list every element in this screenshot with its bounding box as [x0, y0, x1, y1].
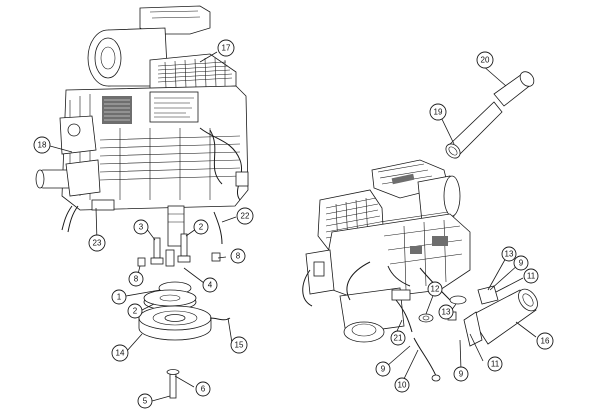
callout-9-left-label: 9: [381, 365, 386, 374]
callout-10: 10: [394, 377, 410, 393]
callout-19-label: 19: [434, 108, 443, 117]
callout-9-lower: 9: [453, 366, 469, 382]
callout-17: 17: [217, 39, 235, 57]
pto-clutch-assembly: [137, 233, 231, 399]
callout-13-upper-label: 13: [505, 250, 514, 259]
callout-6-label: 6: [201, 385, 206, 394]
engine-rear-view: [35, 5, 249, 247]
callout-17-label: 17: [222, 44, 231, 53]
callout-13-lower: 13: [438, 304, 454, 320]
callout-8-right: 8: [230, 248, 246, 264]
callout-5: 5: [137, 393, 153, 409]
callout-3: 3: [133, 219, 149, 235]
callout-12: 12: [427, 281, 443, 297]
callout-11-lower-label: 11: [491, 360, 500, 369]
callout-5-label: 5: [143, 397, 148, 406]
callout-1-label: 1: [117, 293, 122, 302]
callout-20-label: 20: [481, 56, 490, 65]
callout-14-label: 14: [116, 349, 125, 358]
callout-6: 6: [195, 381, 211, 397]
callout-4-label: 4: [208, 281, 213, 290]
callout-9-lower-label: 9: [459, 370, 464, 379]
callout-14: 14: [111, 344, 129, 362]
callout-15: 15: [230, 336, 248, 354]
callout-9-left: 9: [375, 361, 391, 377]
callout-20: 20: [476, 51, 494, 69]
callout-8-left-label: 8: [134, 275, 139, 284]
callout-8-right-label: 8: [236, 252, 241, 261]
callout-1: 1: [111, 289, 127, 305]
callout-9-upper: 9: [513, 255, 529, 271]
callout-18: 18: [33, 136, 51, 154]
leader-lines: [49, 51, 537, 402]
callout-2-upper: 2: [193, 219, 209, 235]
callout-22: 22: [236, 207, 254, 225]
muffler-parts: [445, 71, 535, 159]
callout-11-lower: 11: [487, 356, 503, 372]
callout-22-label: 22: [241, 212, 250, 221]
bolt-3: [150, 237, 164, 265]
callout-16: 16: [536, 332, 554, 350]
callout-21: 21: [390, 330, 406, 346]
callout-2-lower-label: 2: [133, 307, 138, 316]
callout-13-lower-label: 13: [442, 308, 451, 317]
callout-15-label: 15: [235, 341, 244, 350]
bolt-2: [177, 233, 191, 263]
callout-23: 23: [88, 234, 106, 252]
callout-11-upper-label: 11: [527, 272, 536, 281]
callout-8-left: 8: [128, 271, 144, 287]
callout-13-upper: 13: [501, 246, 517, 262]
callout-18-label: 18: [38, 141, 47, 150]
callout-4: 4: [202, 277, 218, 293]
callout-19: 19: [429, 103, 447, 121]
callout-11-upper: 11: [523, 268, 539, 284]
callout-23-label: 23: [93, 239, 102, 248]
muffler-installed: [413, 285, 538, 382]
callout-12-label: 12: [431, 285, 440, 294]
callout-3-label: 3: [139, 223, 144, 232]
callout-21-label: 21: [394, 334, 403, 343]
callout-2-upper-label: 2: [199, 223, 204, 232]
callout-2-lower: 2: [127, 303, 143, 319]
callout-16-label: 16: [541, 337, 550, 346]
callout-9-upper-label: 9: [519, 259, 524, 268]
engine-front-view: [302, 159, 471, 343]
callout-10-label: 10: [398, 381, 407, 390]
